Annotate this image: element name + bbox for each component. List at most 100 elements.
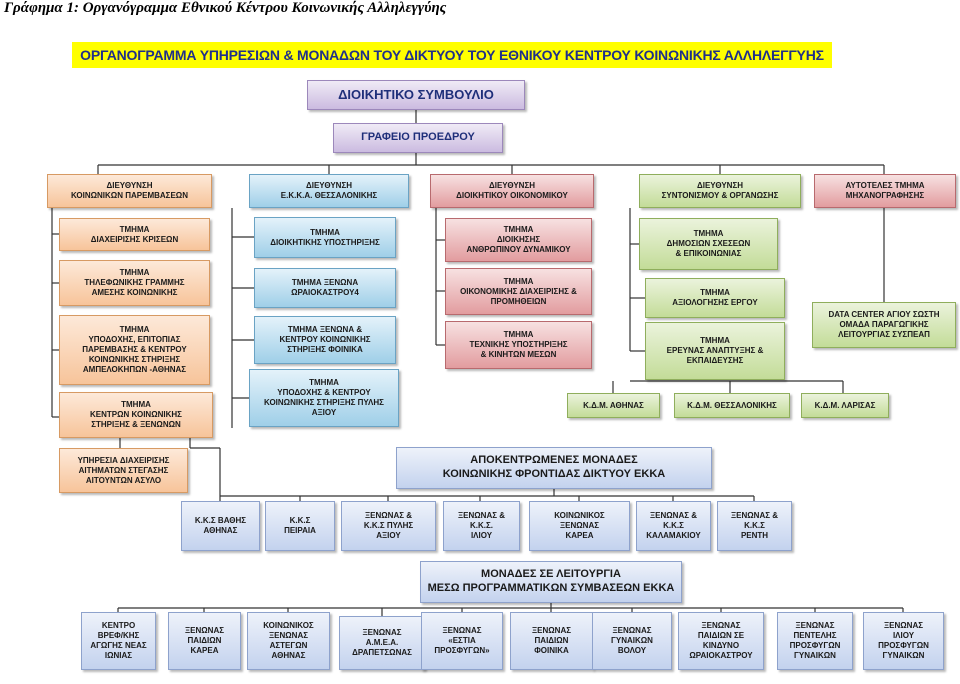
org-box-line: ΞΕΝΩΝΑΣ [362, 628, 402, 637]
org-box-line: ΥΠΗΡΕΣΙΑ ΔΙΑΧΕΙΡΙΣΗΣ [77, 455, 170, 465]
org-box-line: ΤΜΗΜΑ [503, 225, 534, 234]
org-box-line: ΞΕΝΩΝΑΣ [531, 626, 572, 635]
org-box-line: ΚΑΛΑΜΑΚΙΟΥ [646, 531, 701, 540]
org-box-line: ΠΡΟΣΦΥΓΩΝ [878, 641, 929, 650]
org-box-line: Κ.Κ.Σ [289, 516, 311, 525]
org-box-line: ΤΜΗΜΑ [310, 227, 340, 237]
org-box-line: ΓΥΝΑΙΚΩΝ [794, 651, 836, 660]
org-box-line: ΤΜΗΜΑ [119, 325, 150, 334]
org-box-line: ΑΜΠΕΛΟΚΗΠΩΝ -ΑΘΗΝΑΣ [82, 365, 187, 374]
org-box-line: ΚΟΙΝΩΝΙΚΟΣ [554, 511, 605, 520]
org-box-line: ΞΕΝΩΝΑΣ & [364, 511, 413, 520]
chart-banner-title: ΟΡΓΑΝΟΓΡΑΜΜΑ ΥΠΗΡΕΣΙΩΝ & ΜΟΝΑΔΩΝ ΤΟΥ ΔΙΚ… [72, 42, 832, 68]
org-box-line: DATA CENTER ΑΓΙΟΥ ΣΩΣΤΗ [828, 310, 940, 319]
org-box-line: ΒΡΕΦ/ΚΗΣ [97, 631, 140, 640]
org-box-board: ΔΙΟΙΚΗΤΙΚΟ ΣΥΜΒΟΥΛΙΟ [307, 80, 525, 110]
org-box-line: ΠΑΙΔΙΩΝ [534, 636, 569, 645]
org-box-line: ΤΜΗΜΑ [700, 336, 730, 345]
org-box-line: Κ.Κ.Σ. [469, 521, 494, 530]
org-box-line: ΠΡΟΣΦΥΓΩΝ» [434, 646, 490, 655]
org-box-line: ΤΜΗΜΑ [693, 229, 724, 238]
org-box-line: ΑΓΩΓΗΣ ΝΕΑΣ [90, 641, 147, 650]
org-box-line: ΤΜΗΜΑ ΞΕΝΩΝΑ & [287, 325, 363, 334]
org-box-line: ΞΕΝΩΝΑΣ & [649, 511, 698, 520]
org-box-line: ΞΕΝΩΝΑΣ [612, 626, 652, 635]
org-box-line: ΞΕΝΩΝΑΣ & [730, 511, 779, 520]
org-box-line: ΕΚΠΑΙΔΕΥΣΗΣ [686, 356, 744, 365]
org-box-line: ΔΗΜΟΣΙΩΝ ΣΧΕΣΕΩΝ [666, 239, 751, 248]
org-box-line: Κ.Δ.Μ. ΛΑΡΙΣΑΣ [814, 400, 876, 410]
org-box-line: ΤΜΗΜΑ [503, 330, 534, 339]
org-box-line: Κ.Δ.Μ. ΑΘΗΝΑΣ [583, 400, 644, 410]
org-box-line: ΑΝΘΡΩΠΙΝΟΥ ΔΥΝΑΜΙΚΟΥ [466, 245, 571, 254]
org-box-line: ΣΤΗΡΙΞΗΣ ΦΟΙΝΙΚΑ [287, 345, 363, 354]
org-box-line: ΔΙΟΙΚΗΤΙΚΟΥ ΟΙΚΟΝΟΜΙΚΟΥ [456, 191, 568, 200]
org-box-line: ΔΙΑΧΕΙΡΙΣΗΣ ΚΡΙΣΕΩΝ [90, 234, 179, 244]
org-box-kdm2: Κ.Δ.Μ. ΘΕΣΣΑΛΟΝΙΚΗΣ [674, 393, 790, 418]
org-box-line: ΥΠΟΔΟΧΗΣ, ΕΠΙΤΟΠΙΑΣ [88, 335, 181, 344]
org-box-line: ΩΡΑΙΟΚΑΣΤΡΟΥ [689, 651, 753, 660]
org-box-line: ΑΞΙΟΥ [311, 408, 337, 417]
org-box-line: ΔΙΟΙΚΗΤΙΚΟ ΣΥΜΒΟΥΛΙΟ [338, 86, 494, 102]
org-box-line: Α.Μ.Ε.Α. [365, 638, 399, 647]
org-box-line: ΞΕΝΩΝΑΣ [268, 631, 309, 640]
org-box-line: ΥΠΟΔΟΧΗΣ & ΚΕΝΤΡΟΥ [277, 388, 371, 397]
org-box-line: ΞΕΝΩΝΑΣ & [457, 511, 506, 520]
org-box-line: ΚΕΝΤΡΩΝ ΚΟΙΝΩΝΙΚΗΣ [90, 410, 182, 419]
org-box-line: ΔΙΕΥΘΥΝΣΗ [106, 181, 153, 190]
org-box-line: ΔΡΑΠΕΤΣΩΝΑΣ [352, 648, 412, 657]
org-box-line: ΠΡΟΜΗΘΕΙΩΝ [490, 296, 547, 306]
org-box-line: Κ.Κ.Σ [744, 521, 765, 530]
org-box-line: ΚΟΙΝΩΝΙΚΗΣ ΣΤΗΡΙΞΗΣ ΠΥΛΗΣ [264, 398, 384, 407]
org-box-line: ΤΜΗΜΑ [503, 276, 534, 286]
org-box-line: ΚΟΙΝΩΝΙΚΗΣ ΦΡΟΝΤΙΔΑΣ ΔΙΚΤΥΟΥ ΕΚΚΑ [442, 468, 666, 480]
org-box-line: ΔΙΕΥΘΥΝΣΗ [488, 181, 536, 190]
org-box-line: ΤΜΗΜΑ ΞΕΝΩΝΑ [291, 278, 359, 287]
org-box-line: ΣΤΗΡΙΞΗΣ & ΞΕΝΩΝΩΝ [91, 420, 181, 429]
org-box-line: ΚΟΙΝΩΝΙΚΟΣ [263, 621, 314, 630]
org-box-line: «ΕΣΤΙΑ [448, 636, 476, 645]
org-box-line: ΞΕΝΩΝΑΣ [184, 626, 225, 635]
org-box-line: ΞΕΝΩΝΑΣ [883, 621, 924, 630]
org-box-line: ΡΕΝΤΗ [740, 531, 769, 540]
org-box-line: ΦΟΙΝΙΚΑ [534, 646, 569, 655]
org-box-line: ΒΟΛΟΥ [617, 646, 647, 655]
org-box-line: ΠΑΡΕΜΒΑΣΗΣ & ΚΕΝΤΡΟΥ [82, 345, 187, 354]
org-box-line: ΠΑΙΔΙΩΝ [187, 636, 222, 645]
org-box-line: ΑΙΤΗΜΑΤΩΝ ΣΤΕΓΑΣΗΣ [78, 465, 169, 475]
org-box-line: ΤΜΗΜΑ [121, 400, 151, 409]
org-box-line: ΑΠΟΚΕΝΤΡΩΜΕΝΕΣ ΜΟΝΑΔΕΣ [470, 454, 638, 467]
org-box-line: ΓΥΝΑΙΚΩΝ [882, 651, 925, 660]
org-box-d4: ΞΕΝΩΝΑΣ &Κ.Κ.Σ.ΙΛΙΟΥ [443, 501, 520, 551]
org-box-line: ΑΜΕΣΗΣ ΚΟΙΝΩΝΙΚΗΣ [91, 288, 178, 297]
org-box-line: & ΚΙΝΗΤΩΝ ΜΕΣΩΝ [480, 350, 557, 359]
org-box-line: Κ.Κ.Σ [663, 521, 684, 530]
org-box-line: ΑΙΤΟΥΝΤΩΝ ΑΣΥΛΟ [85, 475, 162, 485]
org-box-line: ΜΟΝΑΔΕΣ ΣΕ ΛΕΙΤΟΥΡΓΙΑ [481, 568, 621, 581]
org-box-line: ΠΕΝΤΕΛΗΣ [793, 631, 837, 640]
